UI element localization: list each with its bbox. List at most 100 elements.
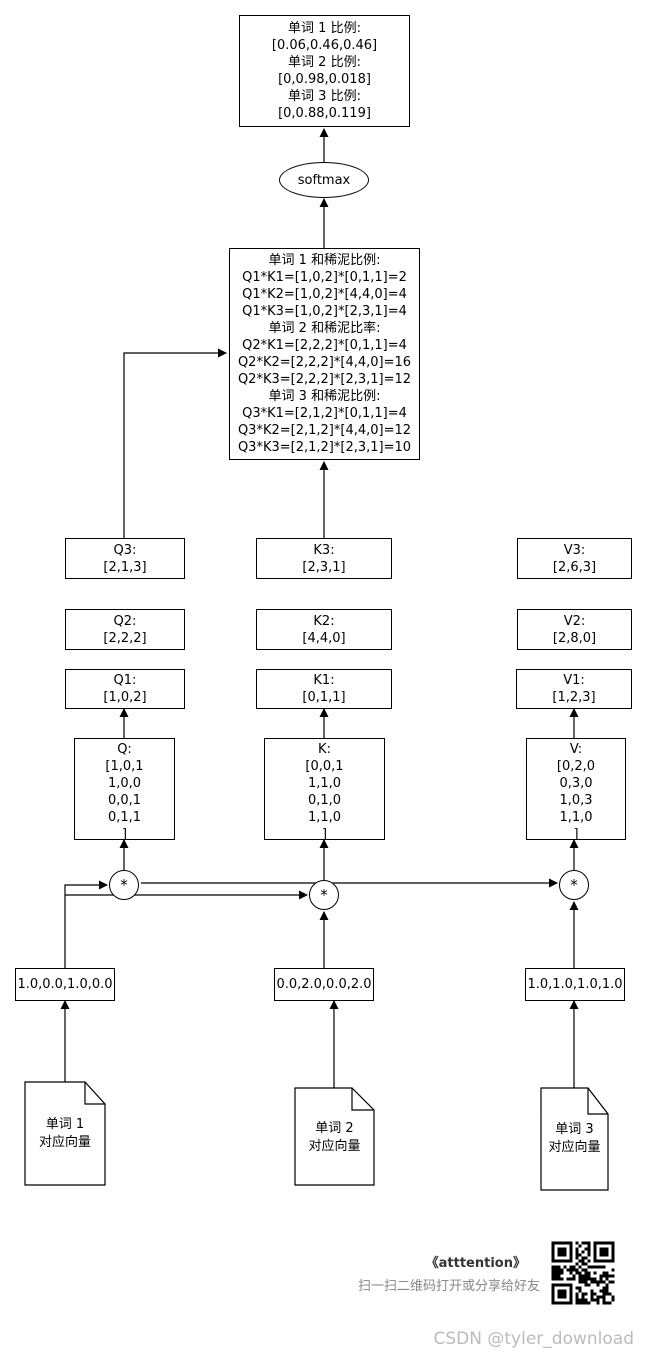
v1-vector: V1: [1,2,3] (516, 669, 632, 709)
scores-line: Q3*K3=[2,1,2]*[2,3,1]=10 (237, 440, 412, 455)
k-matrix: K: [0,0,1 1,1,0 0,1,0 1,1,0 ] (264, 738, 385, 842)
vector-label: K2: (313, 613, 335, 629)
vector-label: V1: (563, 673, 585, 688)
vector-value: [2,8,0] (552, 630, 597, 646)
q2-vector: Q2: [2,2,2] (65, 609, 185, 650)
matrix-line: 1,1,0 (559, 810, 593, 825)
doc-title: 单词 1 (45, 1117, 85, 1132)
vector-label: Q1: (113, 673, 137, 688)
scores-line: 单词 1 和稀泥比例: (268, 253, 381, 268)
q1-vector: Q1: [1,0,2] (65, 669, 185, 709)
result-line: [0,0.88,0.119] (278, 106, 371, 121)
doc-subtitle: 对应向量 (308, 1139, 361, 1154)
vector-label: Q3: (113, 542, 137, 558)
document-icon-word1 (24, 1081, 106, 1186)
vector-label: V2: (563, 613, 586, 629)
document-icon-word2 (294, 1087, 375, 1186)
csdn-watermark: CSDN @tyler_download (433, 1329, 634, 1349)
matrix-line: 1,0,0 (107, 776, 142, 791)
k1-vector: K1: [0,1,1] (256, 669, 392, 709)
matrix-line: [0,2,0 (556, 759, 596, 774)
matrix-line: Q: (117, 742, 132, 757)
vector-value: [4,4,0] (302, 630, 346, 646)
attention-scores-box: 单词 1 和稀泥比例: Q1*K1=[1,0,2]*[0,1,1]=2 Q1*K… (229, 248, 420, 460)
matrix-line: 1,0,3 (559, 793, 593, 808)
matrix-line: 1,1,0 (307, 810, 342, 825)
input-vector-value: 1.0,0.0,1.0,0.0 (17, 977, 113, 992)
k3-vector: K3: [2,3,1] (256, 538, 392, 579)
qr-code-icon[interactable] (549, 1239, 617, 1307)
q3-vector: Q3: [2,1,3] (65, 538, 185, 579)
multiply-symbol: * (320, 886, 328, 904)
scores-line: Q1*K1=[1,0,2]*[0,1,1]=2 (242, 270, 407, 285)
attention-ratio-result: 单词 1 比例: [0.06,0.46,0.46] 单词 2 比例: [0,0.… (239, 15, 410, 127)
scores-line: 单词 2 和稀泥比率: (268, 321, 381, 336)
multiply-symbol: * (120, 876, 128, 894)
scores-line: 单词 3 和稀泥比例: (268, 389, 381, 404)
matrix-line: ] (121, 827, 128, 842)
result-line: [0,0.98,0.018] (278, 72, 371, 87)
q-matrix: Q: [1,0,1 1,0,0 0,0,1 0,1,1 ] (74, 738, 175, 842)
word2-input-vector: 0.0,2.0,0.0,2.0 (274, 968, 374, 1001)
multiply-op-q: * (109, 870, 139, 900)
input-vector-value: 1.0,1.0,1.0,1.0 (527, 977, 623, 992)
arrow-q3-to-scores (123, 348, 227, 538)
matrix-line: ] (573, 827, 579, 842)
doc-subtitle: 对应向量 (38, 1135, 91, 1150)
vector-value: [1,2,3] (552, 690, 596, 705)
matrix-line: 0,3,0 (559, 776, 593, 791)
vector-label: K1: (313, 673, 335, 688)
softmax-node: softmax (279, 162, 369, 198)
doc-label-word1: 单词 1 对应向量 (25, 1116, 105, 1152)
matrix-line: 0,0,1 (107, 793, 142, 808)
v3-vector: V3: [2,6,3] (517, 538, 632, 579)
scores-line: Q3*K1=[2,1,2]*[0,1,1]=4 (242, 406, 407, 421)
result-line: [0.06,0.46,0.46] (271, 38, 378, 53)
multiply-op-v: * (559, 870, 589, 900)
multiply-symbol: * (570, 876, 578, 894)
word3-input-vector: 1.0,1.0,1.0,1.0 (525, 968, 625, 1001)
vector-value: [2,1,3] (103, 559, 147, 575)
k2-vector: K2: [4,4,0] (256, 609, 392, 650)
vector-label: V3: (563, 542, 586, 558)
matrix-line: 1,1,0 (307, 776, 342, 791)
vector-value: [1,0,2] (103, 690, 147, 705)
result-line: 单词 1 比例: (288, 21, 361, 36)
arrow-input1-to-op-q (64, 880, 108, 968)
vector-value: [2,2,2] (103, 630, 147, 646)
v-matrix: V: [0,2,0 0,3,0 1,0,3 1,1,0 ] (526, 738, 626, 842)
footer-title: 《atttention》 (425, 1256, 526, 1271)
scores-line: Q3*K2=[2,1,2]*[4,4,0]=12 (237, 423, 412, 438)
doc-label-word2: 单词 2 对应向量 (295, 1120, 374, 1156)
doc-title: 单词 3 (555, 1122, 594, 1137)
matrix-line: [0,0,1 (305, 759, 344, 774)
vector-label: K3: (313, 542, 335, 558)
result-line: 单词 2 比例: (288, 55, 361, 70)
footer-subtitle: 扫一扫二维码打开或分享给好友 (357, 1279, 540, 1294)
word1-input-vector: 1.0,0.0,1.0,0.0 (15, 968, 115, 1001)
matrix-line: 0,1,1 (107, 810, 142, 825)
doc-label-word3: 单词 3 对应向量 (538, 1121, 611, 1157)
scores-line: Q2*K2=[2,2,2]*[4,4,0]=16 (237, 355, 412, 370)
scores-line: Q1*K3=[1,0,2]*[2,3,1]=4 (242, 304, 407, 319)
doc-subtitle: 对应向量 (548, 1140, 601, 1155)
vector-label: Q2: (113, 613, 137, 629)
scores-line: Q2*K1=[2,2,2]*[0,1,1]=4 (242, 338, 407, 353)
multiply-op-k: * (309, 880, 339, 910)
scores-line: Q2*K3=[2,2,2]*[2,3,1]=12 (237, 372, 412, 387)
input-vector-value: 0.0,2.0,0.0,2.0 (276, 977, 372, 992)
matrix-line: V: (569, 742, 583, 757)
vector-value: [0,1,1] (302, 690, 346, 705)
vector-value: [2,3,1] (302, 559, 346, 575)
doc-title: 单词 2 (315, 1121, 354, 1136)
matrix-line: ] (321, 827, 328, 842)
scores-line: Q1*K2=[1,0,2]*[4,4,0]=4 (242, 287, 407, 302)
v2-vector: V2: [2,8,0] (517, 609, 632, 650)
result-line: 单词 3 比例: (288, 89, 361, 104)
matrix-line: K: (318, 742, 331, 757)
softmax-label: softmax (297, 172, 351, 188)
matrix-line: [1,0,1 (105, 759, 144, 774)
matrix-line: 0,1,0 (307, 793, 342, 808)
vector-value: [2,6,3] (552, 559, 597, 575)
